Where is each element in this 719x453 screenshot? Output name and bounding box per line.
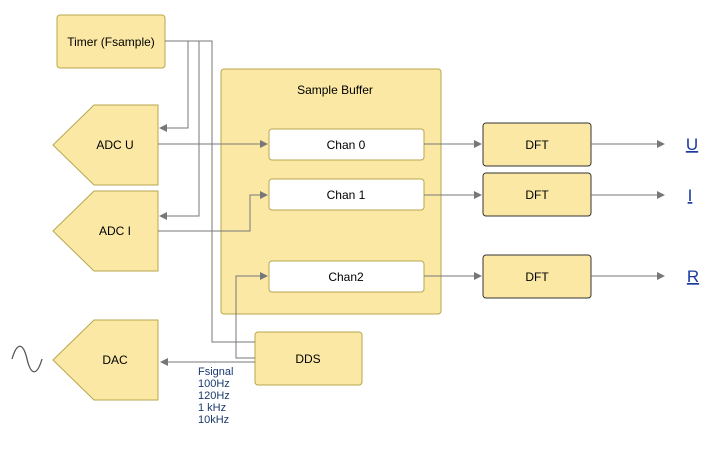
adc-u-block bbox=[52, 104, 159, 186]
chan0-label: Chan 0 bbox=[327, 138, 366, 152]
dds-to-chan2-wire bbox=[235, 272, 268, 359]
fsignal-value: 1 kHz bbox=[198, 402, 226, 414]
chan2-label: Chan2 bbox=[328, 270, 364, 284]
adc-i-to-chan1-wire bbox=[158, 191, 268, 232]
fsignal-value: 120Hz bbox=[198, 390, 230, 402]
dds-label: DDS bbox=[295, 352, 320, 366]
fsignal-value: 100Hz bbox=[198, 378, 230, 390]
fsignal-value: 10kHz bbox=[198, 414, 229, 426]
fsignal-title: Fsignal bbox=[198, 366, 233, 378]
sample-buffer-label: Sample Buffer bbox=[297, 83, 373, 97]
output-r-label: R bbox=[687, 267, 699, 286]
adc-i-label: ADC I bbox=[99, 224, 131, 238]
dft-i-label: DFT bbox=[525, 188, 549, 202]
dac-block bbox=[52, 319, 159, 401]
timer-to-dds-wire bbox=[211, 41, 255, 343]
timer-label: Timer (Fsample) bbox=[67, 35, 155, 49]
sine-wave-icon bbox=[11, 345, 43, 373]
dac-label: DAC bbox=[102, 353, 128, 367]
output-i-label: I bbox=[688, 186, 693, 205]
dft-u-label: DFT bbox=[525, 138, 549, 152]
output-u-label: U bbox=[686, 135, 698, 154]
dft-r-label: DFT bbox=[525, 270, 549, 284]
chan1-label: Chan 1 bbox=[327, 188, 366, 202]
adc-u-label: ADC U bbox=[96, 138, 133, 152]
